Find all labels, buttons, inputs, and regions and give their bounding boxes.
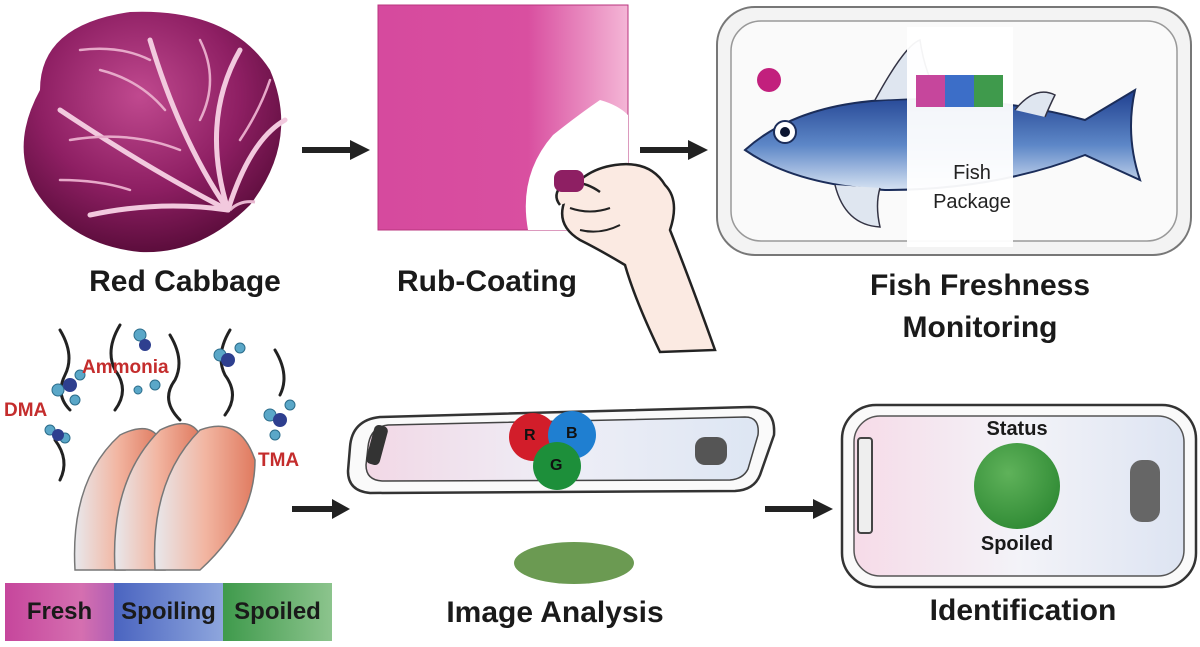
scale-label-spoiled: Spoiled — [234, 598, 321, 625]
step-label-red-cabbage: Red Cabbage — [89, 265, 281, 298]
rgb-label-g: G — [550, 457, 563, 474]
scale-segment-fresh: Fresh — [5, 583, 114, 641]
scale-segment-spoiling: Spoiling — [114, 583, 223, 641]
step-label-rub-coating: Rub-Coating — [397, 265, 577, 298]
hand-icon — [554, 162, 717, 354]
arrow-right-icon — [292, 499, 350, 519]
sample-spot — [514, 542, 634, 584]
rgb-label-b: B — [566, 425, 578, 442]
arrow-right-icon — [302, 140, 370, 160]
gas-label-ammonia: Ammonia — [82, 357, 169, 378]
package-label-line1: Fish — [953, 162, 991, 184]
step-label-image-analysis: Image Analysis — [446, 596, 664, 629]
package-label-line2: Package — [933, 191, 1011, 213]
fish-fillets-icon — [44, 323, 296, 571]
red-cabbage-icon — [23, 11, 288, 253]
scale-label-fresh: Fresh — [26, 598, 93, 625]
identification-device — [840, 403, 1198, 589]
fish-package-tray — [716, 6, 1192, 256]
arrow-right-icon — [765, 499, 833, 519]
step-label-identification: Identification — [929, 594, 1117, 627]
arrow-right-icon — [640, 140, 708, 160]
gas-label-tma: TMA — [258, 450, 300, 471]
step-label-fish-freshness-line2: Monitoring — [902, 311, 1058, 344]
status-value: Spoiled — [980, 533, 1054, 555]
step-label-fish-freshness-line1: Fish Freshness — [869, 269, 1091, 302]
scale-segment-spoiled: Spoiled — [223, 583, 332, 641]
scale-label-spoiling: Spoiling — [121, 598, 216, 625]
color-scale-bar: Fresh Spoiling Spoiled — [5, 583, 332, 641]
status-label: Status — [986, 418, 1048, 440]
gas-label-dma: DMA — [4, 400, 48, 421]
phone-image-analysis — [346, 405, 776, 495]
rgb-label-r: R — [524, 427, 536, 444]
